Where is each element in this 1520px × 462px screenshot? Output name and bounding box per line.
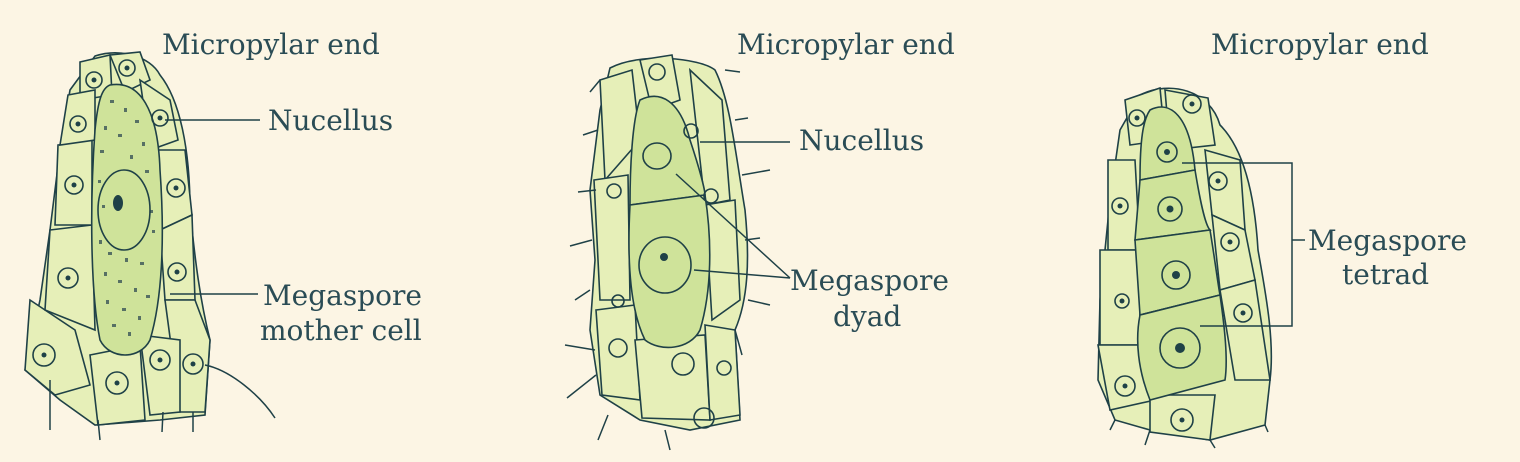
figure-megaspore-dyad: Micropylar end Nucellus Megaspore dyad: [564, 28, 955, 451]
heading-micropylar-end-3: Micropylar end: [1211, 28, 1429, 61]
label-megaspore-1: Megaspore: [263, 279, 422, 312]
mother-cell-nucleus: [97, 169, 151, 251]
figure-megaspore-mother-cell: Micropylar end Nucellus Megaspore mother…: [24, 28, 422, 441]
border-cell-nuclei-3: [1111, 94, 1253, 432]
dyad-upper-cell: [629, 95, 706, 206]
label-nucellus-1: Nucellus: [268, 104, 393, 137]
label-tetrad: tetrad: [1342, 258, 1429, 291]
megaspore-mother-cell: [90, 83, 164, 356]
heading-micropylar-end-2: Micropylar end: [737, 28, 955, 61]
dyad-lower-cell: [628, 194, 711, 349]
nucellus-cells-3: [1097, 86, 1271, 441]
label-megaspore-3: Megaspore: [1308, 224, 1467, 257]
label-nucellus-2: Nucellus: [799, 124, 924, 157]
border-cell-nuclei-1: [32, 59, 204, 395]
label-dyad: dyad: [833, 300, 901, 333]
figure-megaspore-tetrad: Micropylar end Megaspore tetrad: [1097, 28, 1467, 449]
label-mother-cell: mother cell: [260, 314, 422, 347]
heading-micropylar-end-1: Micropylar end: [162, 28, 380, 61]
border-cell-nuclei-2: [606, 63, 732, 429]
mother-cell-speckles: [98, 100, 155, 336]
label-megaspore-2: Megaspore: [790, 264, 949, 297]
tetrad-nuclei: [1156, 141, 1201, 369]
